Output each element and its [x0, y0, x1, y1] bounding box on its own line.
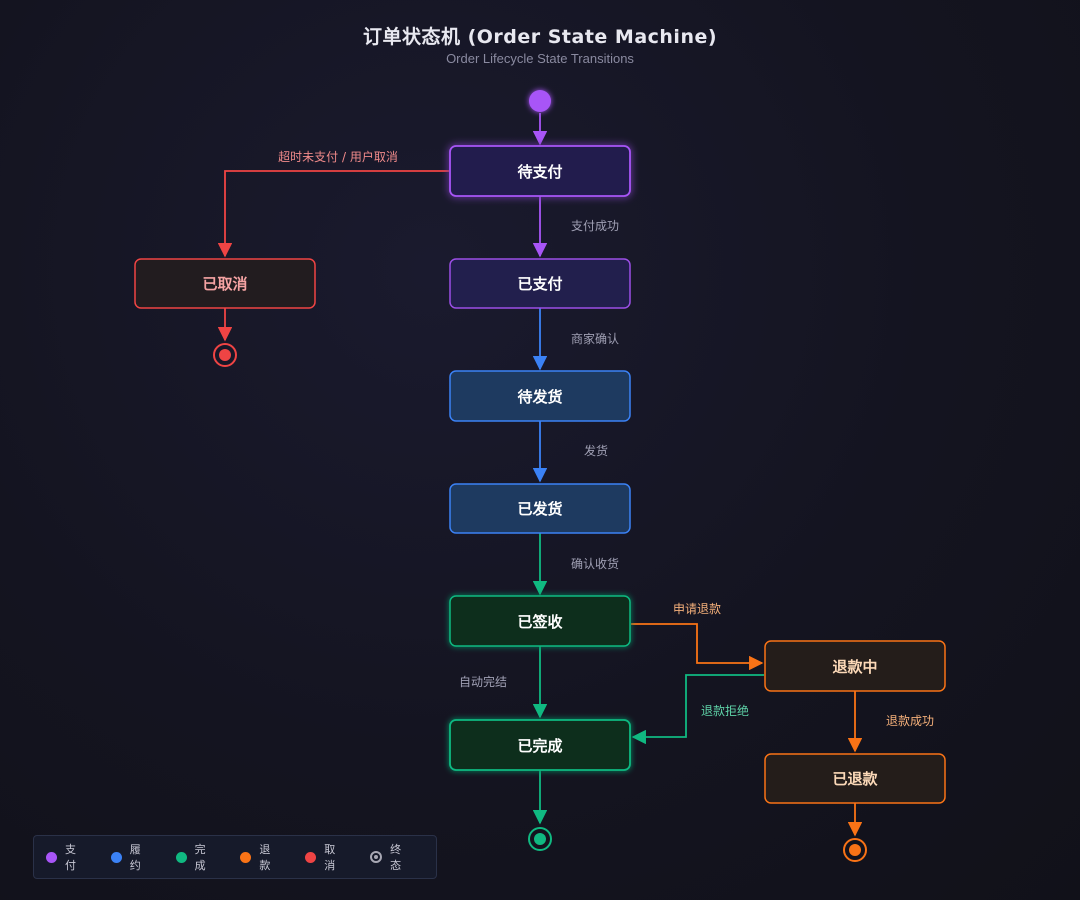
state-label-pending-payment: 待支付 [517, 163, 562, 181]
final-state-cancelled [213, 343, 237, 367]
state-node-shipped[interactable]: 已发货 [449, 483, 631, 534]
legend-dot-refund [240, 851, 252, 863]
legend-dot-fulfillment [110, 851, 122, 863]
edge-received-to-refunding [631, 623, 764, 671]
edge-label-ship: 发货 [584, 443, 608, 458]
edge-label-confirm-receipt: 确认收货 [571, 556, 619, 571]
legend-label-payment: 支付 [64, 843, 76, 872]
legend-label-complete: 完成 [194, 843, 206, 872]
state-node-refunding[interactable]: 退款中 [764, 640, 946, 692]
state-node-completed[interactable]: 已完成 [449, 719, 631, 771]
state-node-paid[interactable]: 已支付 [449, 258, 631, 309]
legend-label-fulfillment: 履约 [129, 843, 141, 872]
state-node-cancelled[interactable]: 已取消 [134, 258, 316, 309]
terminal-state-icon [370, 851, 383, 863]
state-node-received[interactable]: 已签收 [449, 595, 631, 647]
state-label-refunding: 退款中 [832, 658, 877, 676]
state-label-refunded: 已退款 [832, 770, 878, 788]
edge-label-apply-refund: 申请退款 [673, 602, 721, 616]
legend-dot-payment [46, 851, 57, 863]
initial-state-node [529, 90, 551, 112]
legend-item-fulfillment: 履约 [110, 841, 152, 873]
legend: 支付 履约 完成 退款 取消 终态 [33, 835, 437, 879]
legend-item-payment: 支付 [46, 841, 87, 873]
state-node-pending-payment[interactable]: 待支付 [449, 145, 631, 197]
page-title: 订单状态机 (Order State Machine) [362, 26, 718, 48]
state-node-refunded[interactable]: 已退款 [764, 753, 946, 804]
state-label-received: 已签收 [517, 613, 562, 631]
edge-label-refund-success: 退款成功 [886, 714, 934, 728]
state-node-to-ship[interactable]: 待发货 [449, 370, 631, 422]
legend-dot-complete [175, 851, 187, 863]
state-label-shipped: 已发货 [517, 500, 562, 518]
legend-item-terminal: 终态 [370, 841, 412, 873]
legend-dot-cancel [305, 851, 317, 863]
edge-label-auto-complete: 自动完结 [459, 674, 507, 689]
state-label-paid: 已支付 [517, 275, 562, 293]
state-label-cancelled: 已取消 [202, 275, 247, 293]
legend-label-terminal: 终态 [390, 843, 402, 872]
page-subtitle: Order Lifecycle State Transitions [446, 51, 634, 66]
edge-pending-to-cancelled [217, 170, 449, 258]
edge-label-merchant-confirm: 商家确认 [571, 331, 619, 346]
final-state-refunded [843, 838, 867, 862]
state-label-to-ship: 待发货 [517, 388, 562, 406]
legend-item-complete: 完成 [175, 841, 217, 873]
legend-label-cancel: 取消 [324, 843, 336, 872]
edge-label-timeout-cancel: 超时未支付 / 用户取消 [278, 149, 398, 164]
legend-item-cancel: 取消 [305, 841, 346, 873]
edge-label-pay-success: 支付成功 [571, 219, 619, 233]
edge-label-refund-rejected: 退款拒绝 [701, 703, 749, 718]
state-label-completed: 已完成 [517, 737, 562, 755]
legend-item-refund: 退款 [240, 841, 281, 873]
final-state-completed [528, 827, 552, 851]
edge-refunding-to-completed [631, 674, 764, 745]
legend-label-refund: 退款 [259, 843, 271, 872]
